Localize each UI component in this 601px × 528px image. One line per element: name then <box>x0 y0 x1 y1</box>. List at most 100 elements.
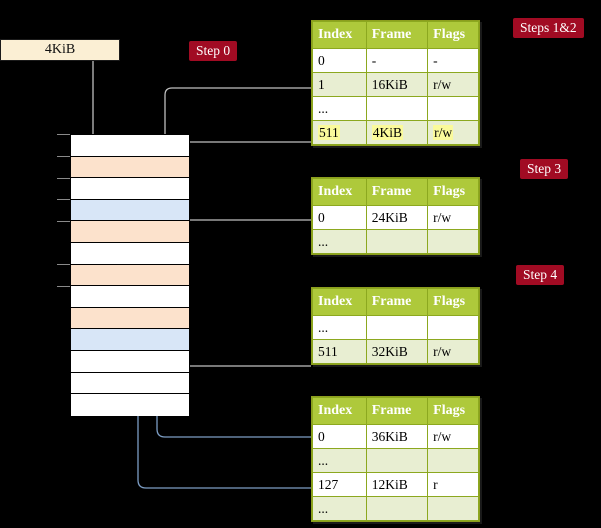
page-table-level-2: Index Frame Flags ... 511 32KiB r/w <box>311 287 480 365</box>
table-header-row: Index Frame Flags <box>312 397 479 425</box>
cell-frame: - <box>365 48 429 73</box>
cell-flags: r/w <box>427 339 479 364</box>
cell-flags <box>427 315 479 340</box>
cell-index: 0 <box>312 205 367 230</box>
badge-steps-1-2-label: Steps 1&2 <box>520 20 577 35</box>
table-row: ... <box>312 315 479 340</box>
memory-frame-row <box>71 372 189 395</box>
cell-flags: - <box>427 48 479 73</box>
badge-step-3-label: Step 3 <box>527 161 562 176</box>
cell-frame <box>365 96 429 121</box>
table-row: 511 4KiB r/w <box>312 120 479 145</box>
memory-frame-row <box>71 350 189 373</box>
memory-frame-row <box>71 199 189 222</box>
cell-index: ... <box>312 448 367 473</box>
memory-frame-row <box>71 286 189 308</box>
frame-box-label: 4KiB <box>44 42 76 57</box>
badge-step-0: Step 0 <box>189 41 238 61</box>
table-row: ... <box>312 96 479 121</box>
table-row: ... <box>312 448 479 473</box>
cell-frame-text: 4KiB <box>371 124 403 140</box>
page-table-level-1: Index Frame Flags 0 24KiB r/w ... <box>311 177 480 255</box>
cell-frame: 16KiB <box>365 72 429 97</box>
cell-index-text: 511 <box>318 124 340 140</box>
frame-box-4kib: 4KiB <box>0 39 120 61</box>
cell-frame <box>365 496 429 521</box>
column-header-frame: Frame <box>365 397 429 425</box>
table-row: 0 - - <box>312 48 479 73</box>
cell-flags-text: r/w <box>433 124 454 140</box>
table-row: ... <box>312 496 479 521</box>
cell-index: 511 <box>312 339 367 364</box>
cell-flags <box>427 96 479 121</box>
badge-step-3: Step 3 <box>520 159 569 179</box>
cell-frame <box>365 448 429 473</box>
memory-tick <box>57 221 70 222</box>
cell-frame: 4KiB <box>365 120 429 145</box>
cell-flags: r <box>427 472 479 497</box>
column-header-flags: Flags <box>427 178 479 206</box>
memory-frame-row <box>71 329 189 351</box>
memory-tick <box>57 156 70 157</box>
cell-frame <box>365 315 429 340</box>
memory-tick <box>57 178 70 179</box>
table-row: 0 24KiB r/w <box>312 205 479 230</box>
table-header-row: Index Frame Flags <box>312 21 479 49</box>
cell-index: ... <box>312 315 367 340</box>
column-header-index: Index <box>312 178 367 206</box>
cell-flags: r/w <box>427 120 479 145</box>
memory-frame-row <box>71 221 189 243</box>
memory-frame-row <box>71 242 189 265</box>
badge-step-4: Step 4 <box>516 265 565 285</box>
page-table-level-3: Index Frame Flags 0 36KiB r/w ... 127 12… <box>311 396 480 522</box>
cell-index: 1 <box>312 72 367 97</box>
cell-flags <box>427 448 479 473</box>
column-header-flags: Flags <box>427 288 479 316</box>
cell-frame: 24KiB <box>365 205 429 230</box>
table-row: 511 32KiB r/w <box>312 339 479 364</box>
cell-flags: r/w <box>427 72 479 97</box>
table-header-row: Index Frame Flags <box>312 178 479 206</box>
cell-index: 511 <box>312 120 367 145</box>
memory-frame-row <box>71 178 189 200</box>
column-header-frame: Frame <box>365 288 429 316</box>
badge-steps-1-2: Steps 1&2 <box>513 18 584 38</box>
memory-frame-row <box>71 394 189 416</box>
page-table-level-0: Index Frame Flags 0 - - 1 16KiB r/w ... … <box>311 20 480 146</box>
column-header-index: Index <box>312 288 367 316</box>
column-header-frame: Frame <box>365 21 429 49</box>
column-header-flags: Flags <box>427 21 479 49</box>
column-header-index: Index <box>312 21 367 49</box>
cell-index: ... <box>312 96 367 121</box>
table-row: 1 16KiB r/w <box>312 72 479 97</box>
memory-frame-row <box>71 307 189 330</box>
column-header-index: Index <box>312 397 367 425</box>
memory-tick <box>57 286 70 287</box>
cell-index: 0 <box>312 48 367 73</box>
column-header-flags: Flags <box>427 397 479 425</box>
table-row: 0 36KiB r/w <box>312 424 479 449</box>
table-row: 127 12KiB r <box>312 472 479 497</box>
table-header-row: Index Frame Flags <box>312 288 479 316</box>
cell-flags: r/w <box>427 424 479 449</box>
cell-index: 127 <box>312 472 367 497</box>
badge-step-0-label: Step 0 <box>196 43 231 58</box>
cell-frame: 32KiB <box>365 339 429 364</box>
memory-tick <box>57 134 70 135</box>
cell-frame <box>365 229 429 254</box>
cell-index: 0 <box>312 424 367 449</box>
cell-flags <box>427 496 479 521</box>
column-header-frame: Frame <box>365 178 429 206</box>
memory-frame-row <box>71 264 189 287</box>
physical-memory-frames <box>70 134 190 416</box>
table-row: ... <box>312 229 479 254</box>
cell-index: ... <box>312 229 367 254</box>
memory-tick <box>57 199 70 200</box>
cell-frame: 12KiB <box>365 472 429 497</box>
cell-flags <box>427 229 479 254</box>
badge-step-4-label: Step 4 <box>523 267 558 282</box>
cell-frame: 36KiB <box>365 424 429 449</box>
cell-index: ... <box>312 496 367 521</box>
cell-flags: r/w <box>427 205 479 230</box>
